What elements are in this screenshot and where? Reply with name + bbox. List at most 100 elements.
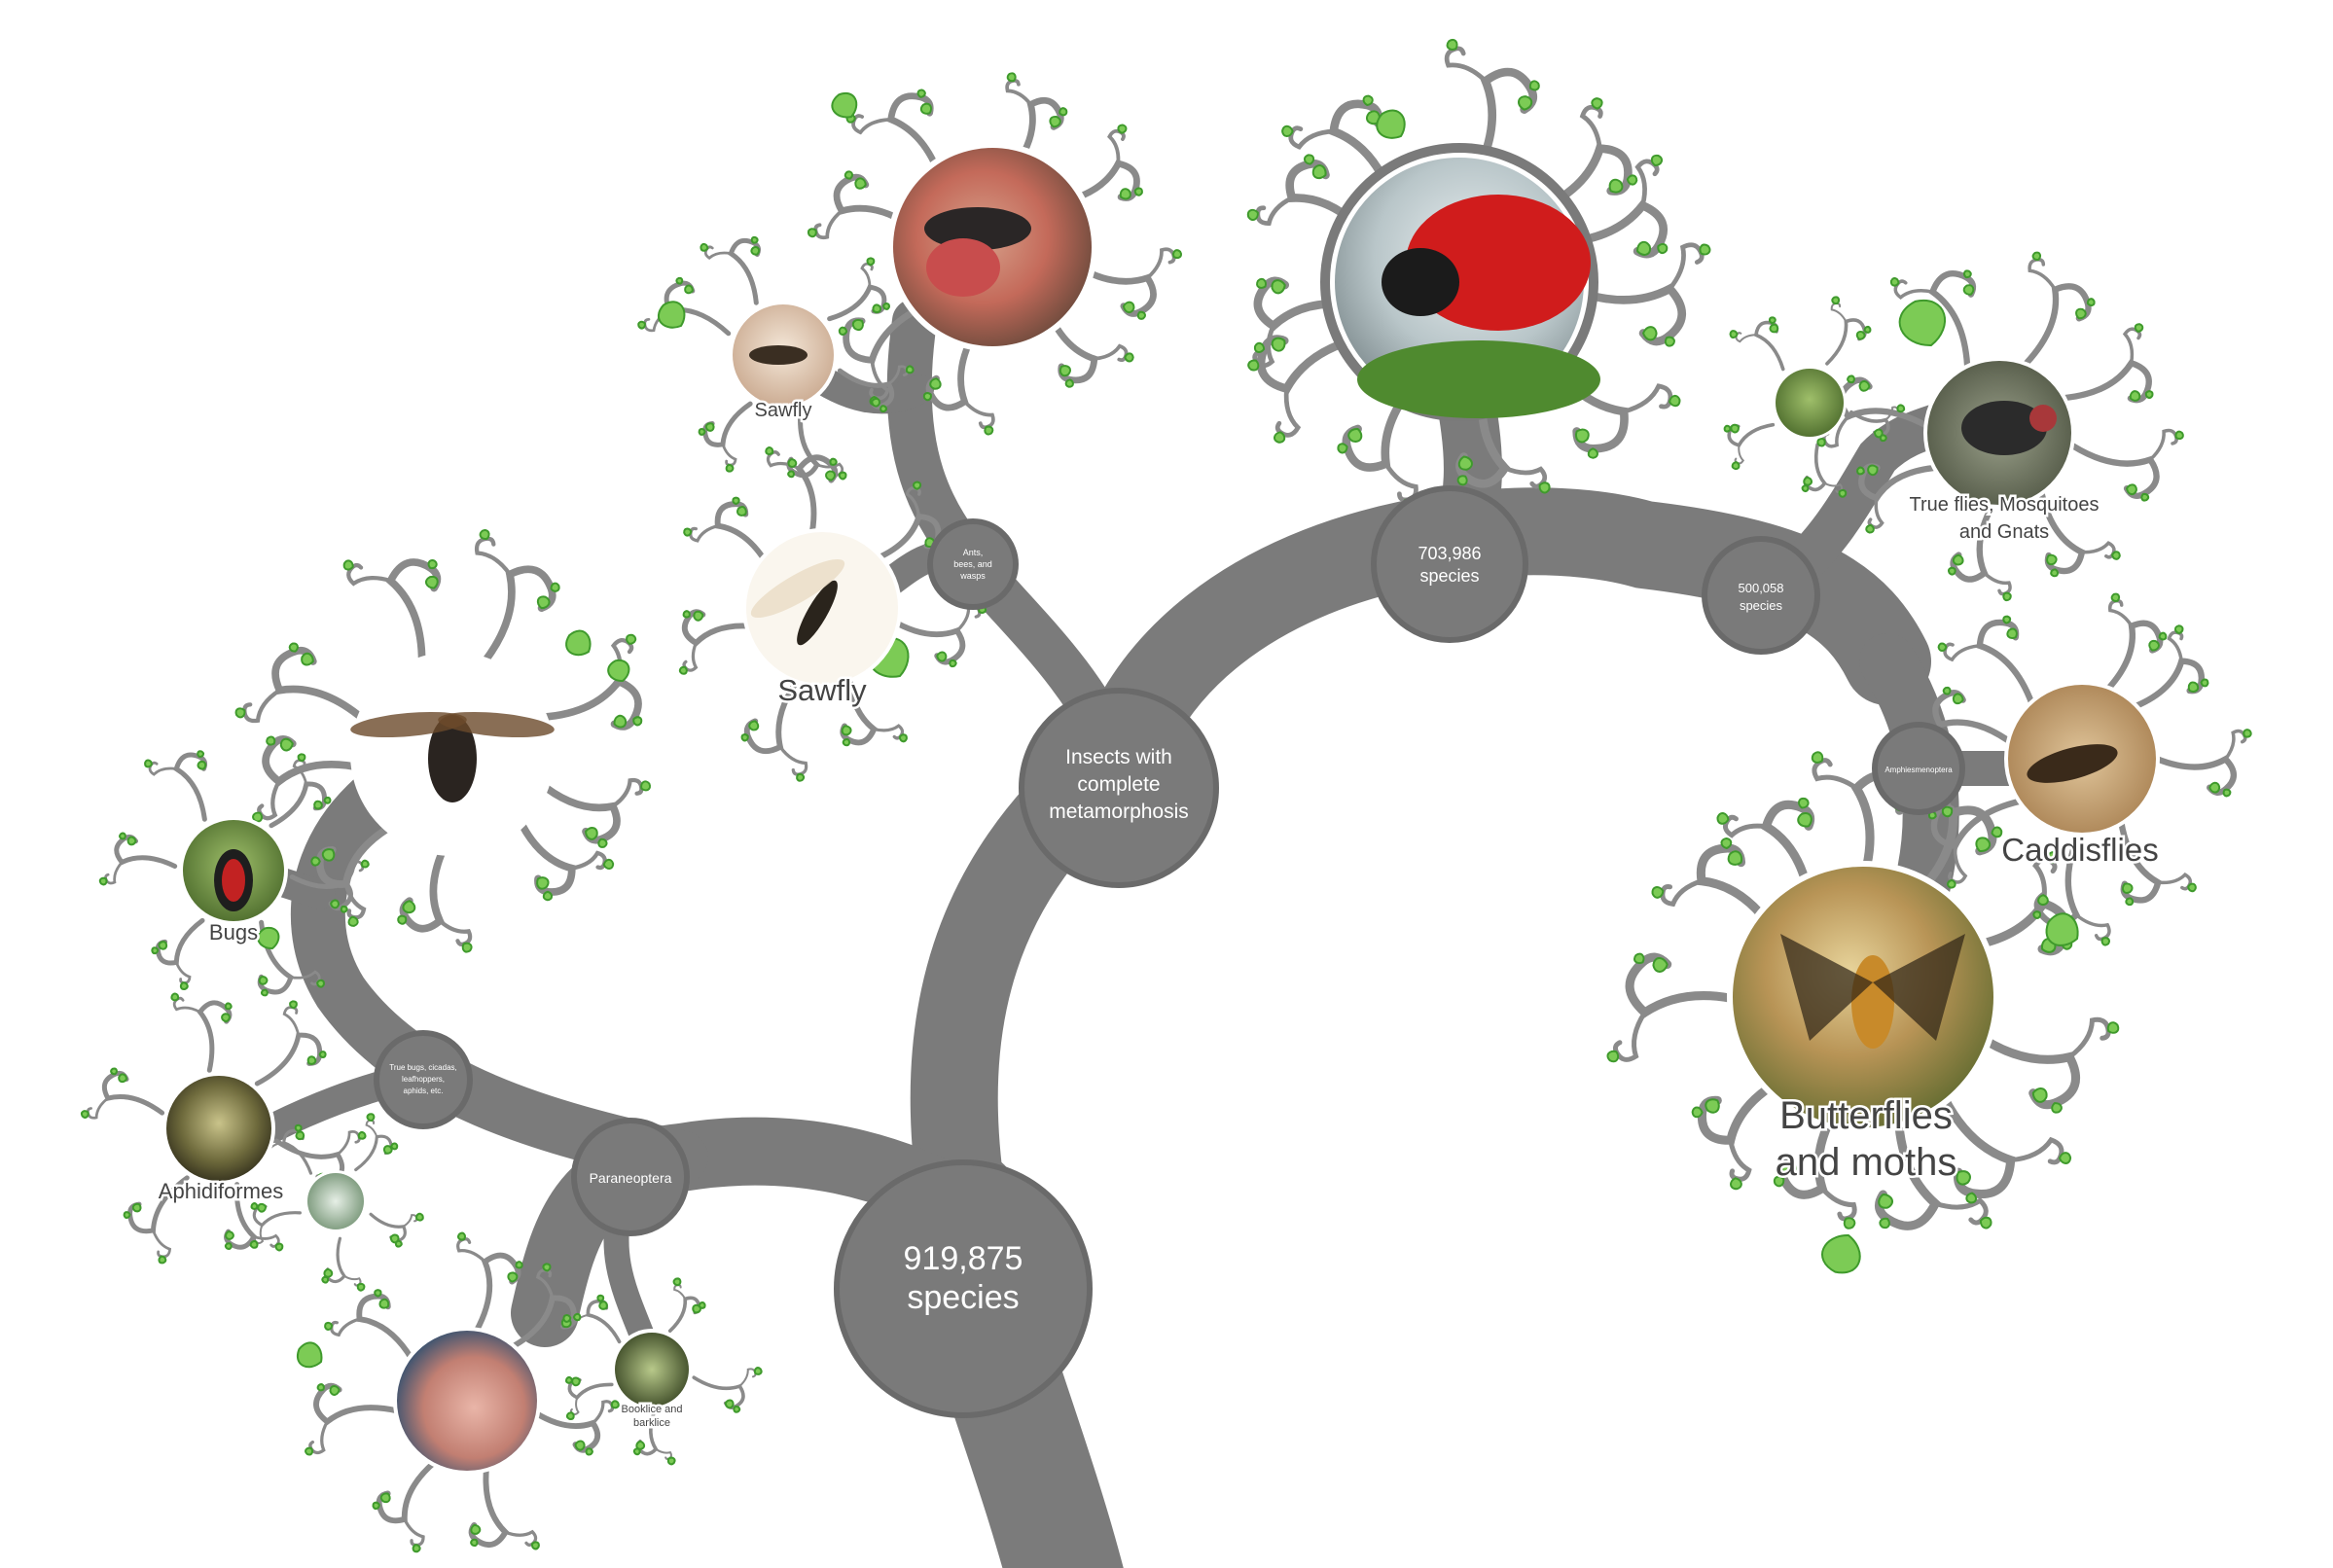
leaf-icon [866, 257, 876, 267]
leaf-icon [692, 1303, 701, 1314]
photo-node-caddisfly[interactable] [2004, 681, 2160, 837]
label-sawfly-small[interactable]: Sawfly [752, 398, 814, 424]
twig-curl [743, 671, 806, 755]
photo-node-sawfly-small[interactable] [729, 301, 838, 410]
leaf-icon [585, 827, 598, 840]
photo-node-bug[interactable] [179, 816, 288, 925]
label-caddisflies[interactable]: Caddisflies [1999, 830, 2161, 871]
leaf-icon [2002, 591, 2012, 602]
node-complete-metamorphosis[interactable]: Insects with complete metamorphosis [1019, 688, 1219, 888]
leaf-icon [402, 900, 416, 914]
node-unit: species [1419, 566, 1479, 586]
leaf-icon [542, 1263, 552, 1272]
thrips-photo [397, 1331, 537, 1471]
photo-node-ant[interactable] [887, 142, 1097, 352]
twig-curl [2066, 1016, 2111, 1060]
twig-curl [1145, 247, 1176, 280]
leaf-icon [1376, 109, 1406, 139]
leaf-icon [279, 737, 294, 752]
photo-node-whitefly[interactable] [305, 1170, 367, 1232]
twig-curl [2148, 428, 2178, 462]
twig-curl [1383, 461, 1418, 503]
leaf-icon [2045, 912, 2079, 946]
twig-curl [2032, 856, 2058, 907]
leaf-icon [1253, 341, 1266, 353]
leaf-icon [224, 1002, 233, 1011]
label-bugs[interactable]: Bugs [206, 918, 260, 947]
label-sawfly-large[interactable]: Sawfly [775, 671, 870, 710]
leaf-icon [675, 276, 684, 285]
twig-curl [253, 1224, 265, 1245]
leaf-icon [1879, 434, 1887, 443]
branch-holometabola [1075, 487, 1931, 802]
leaf-icon [1731, 461, 1741, 471]
leaf-icon [1937, 642, 1948, 653]
leaf-icon [693, 610, 704, 622]
label-butterflies-line2[interactable]: and moths [1773, 1139, 1959, 1187]
node-paraneoptera[interactable]: Paraneoptera [571, 1118, 690, 1236]
photo-node-fly[interactable] [1923, 357, 2075, 509]
node-unit: species [1740, 598, 1783, 613]
photo-node-aphid[interactable] [162, 1072, 275, 1185]
leaf-icon [2002, 615, 2012, 624]
leaf-icon [197, 750, 205, 759]
twig-curl [535, 778, 621, 844]
leaf-icon [318, 1051, 327, 1058]
twig-curl [254, 1032, 323, 1087]
leaf-icon [390, 1142, 399, 1151]
leaf-icon [1247, 359, 1260, 372]
leaf-icon [2086, 298, 2096, 306]
twig-curl [1838, 376, 1928, 428]
node-beetles-count[interactable]: 703,986 species [1371, 485, 1528, 643]
label-flies-line2[interactable]: and Gnats [1956, 519, 2051, 546]
twig-curl [610, 777, 644, 809]
label-butterflies-line1[interactable]: Butterflies [1777, 1092, 1956, 1140]
node-root[interactable]: 919,875 species [834, 1159, 1093, 1418]
leaf-icon [1856, 466, 1865, 476]
photo-node-sawfly-large[interactable] [742, 528, 902, 688]
leaf-icon [657, 301, 686, 329]
leaf-icon [1720, 837, 1733, 850]
leaf-icon [81, 1110, 90, 1119]
insect-photo [1776, 369, 1844, 437]
leaf-icon [306, 1055, 317, 1065]
photo-node-cicada[interactable] [349, 652, 556, 856]
label-flies-line1[interactable]: True flies, Mosquitoes [1907, 492, 2101, 518]
node-diptera-count[interactable]: 500,058 species [1702, 536, 1820, 655]
node-ants-bees-wasps[interactable]: Ants, bees, and wasps [927, 518, 1019, 610]
leaf-icon [936, 651, 948, 662]
photo-node-ladybug[interactable] [1320, 143, 1600, 421]
photo-node-booklouse[interactable] [611, 1329, 693, 1410]
twig-curl [346, 562, 393, 587]
leaf-icon [838, 326, 848, 336]
leaf-icon [415, 1212, 424, 1222]
label-booklice-line1[interactable]: Booklice and [619, 1402, 685, 1418]
twig-curl [1329, 99, 1399, 209]
twig-curl [667, 1296, 701, 1334]
label-aphidiformes[interactable]: Aphidiformes [156, 1177, 285, 1206]
label-booklice-line2[interactable]: barklice [631, 1415, 673, 1432]
leaf-icon [170, 992, 180, 1002]
leaf-icon [323, 1267, 334, 1278]
leaf-icon [1847, 374, 1855, 384]
photo-node-fly-small[interactable] [1773, 366, 1847, 440]
node-hemiptera[interactable]: True bugs, cicadas, leafhoppers, aphids,… [374, 1030, 473, 1129]
leaf-icon [389, 1233, 400, 1244]
twig-curl [1884, 406, 1899, 421]
node-amphiesmenoptera[interactable]: Amphiesmenoptera [1872, 722, 1965, 815]
twig-curl [2156, 872, 2193, 891]
leaf-icon [2031, 251, 2042, 261]
photo-node-moth[interactable] [1727, 861, 1999, 1133]
twig-curl [703, 245, 733, 261]
twig-curl [1067, 259, 1157, 317]
leaf-icon [1606, 1050, 1620, 1063]
leaf-icon [179, 981, 189, 990]
leaf-icon [2208, 781, 2221, 794]
leaf-icon [321, 1275, 330, 1284]
twig-curl [1557, 281, 1687, 346]
twig-curl [655, 1447, 672, 1460]
leaf-icon [310, 856, 321, 867]
photo-node-thrips[interactable] [393, 1327, 541, 1475]
leaf-icon [550, 582, 560, 592]
leaf-icon [882, 303, 890, 310]
